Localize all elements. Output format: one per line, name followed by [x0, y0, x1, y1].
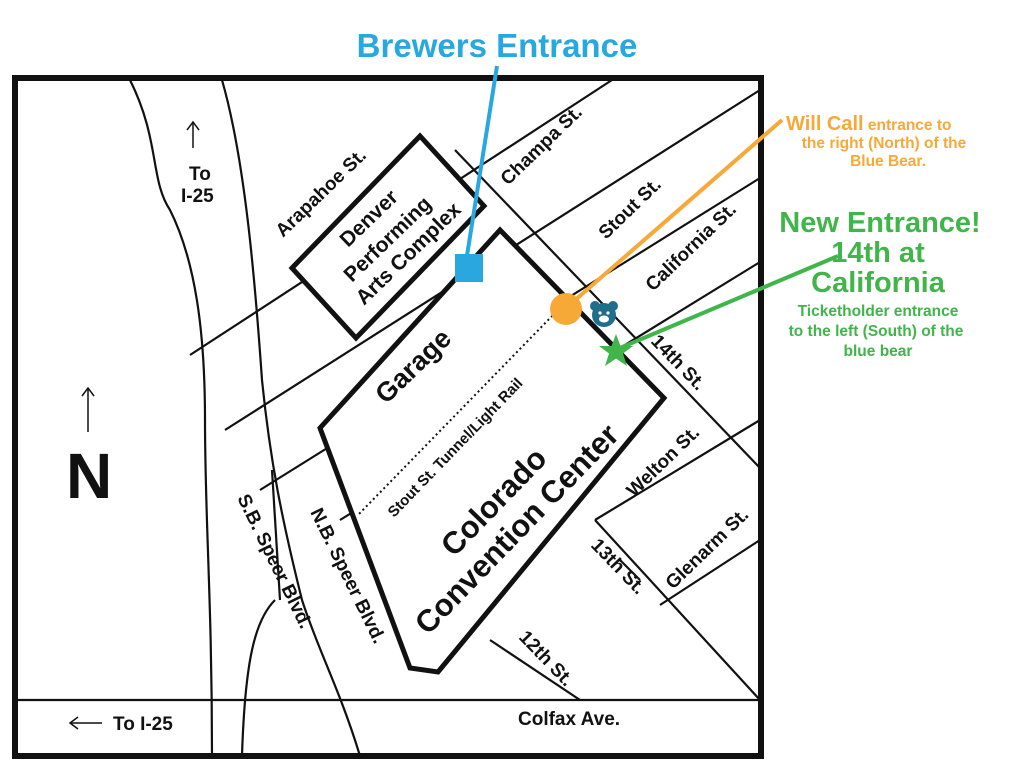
arrow-up-icon	[186, 120, 200, 148]
dpac-building	[288, 132, 488, 342]
blue-bear-icon	[590, 301, 618, 327]
brewers-entrance-title: Brewers Entrance	[357, 27, 638, 64]
to-i25-bottom: To I-25	[113, 714, 173, 735]
new-entrance-title-line1: New Entrance!	[779, 207, 980, 239]
light-rail-tunnel-line	[357, 311, 557, 516]
will-call-leader-line	[564, 118, 784, 310]
will-call-line1-rest: entrance to	[864, 117, 952, 134]
new-entrance-leader-line	[619, 254, 839, 350]
new-entrance-title-line2: 14th at	[831, 237, 925, 269]
circle-marker-icon	[550, 293, 582, 325]
star-icon	[599, 334, 633, 366]
north-arrow-icon	[81, 386, 95, 432]
will-call-title: Will Call	[786, 113, 864, 135]
new-entrance-body-line1: Ticketholder entrance	[798, 303, 959, 320]
new-entrance-body-line3: blue bear	[844, 343, 913, 360]
will-call-line3: Blue Bear.	[850, 153, 926, 170]
new-entrance-body-line2: to the left (South) of the	[789, 323, 964, 340]
north-label: N	[66, 440, 112, 512]
arrow-left-icon	[68, 716, 102, 730]
square-marker-icon	[455, 254, 483, 282]
to-i25-top-line2: I-25	[181, 186, 214, 207]
will-call-line2: the right (North) of the	[802, 135, 967, 152]
brewers-leader-line	[464, 65, 499, 263]
street-label-colfax: Colfax Ave.	[518, 709, 620, 730]
will-call-line1: Will Call entrance to	[786, 113, 951, 135]
new-entrance-title-line3: California	[811, 267, 946, 299]
to-i25-top-line1: To	[189, 164, 211, 185]
